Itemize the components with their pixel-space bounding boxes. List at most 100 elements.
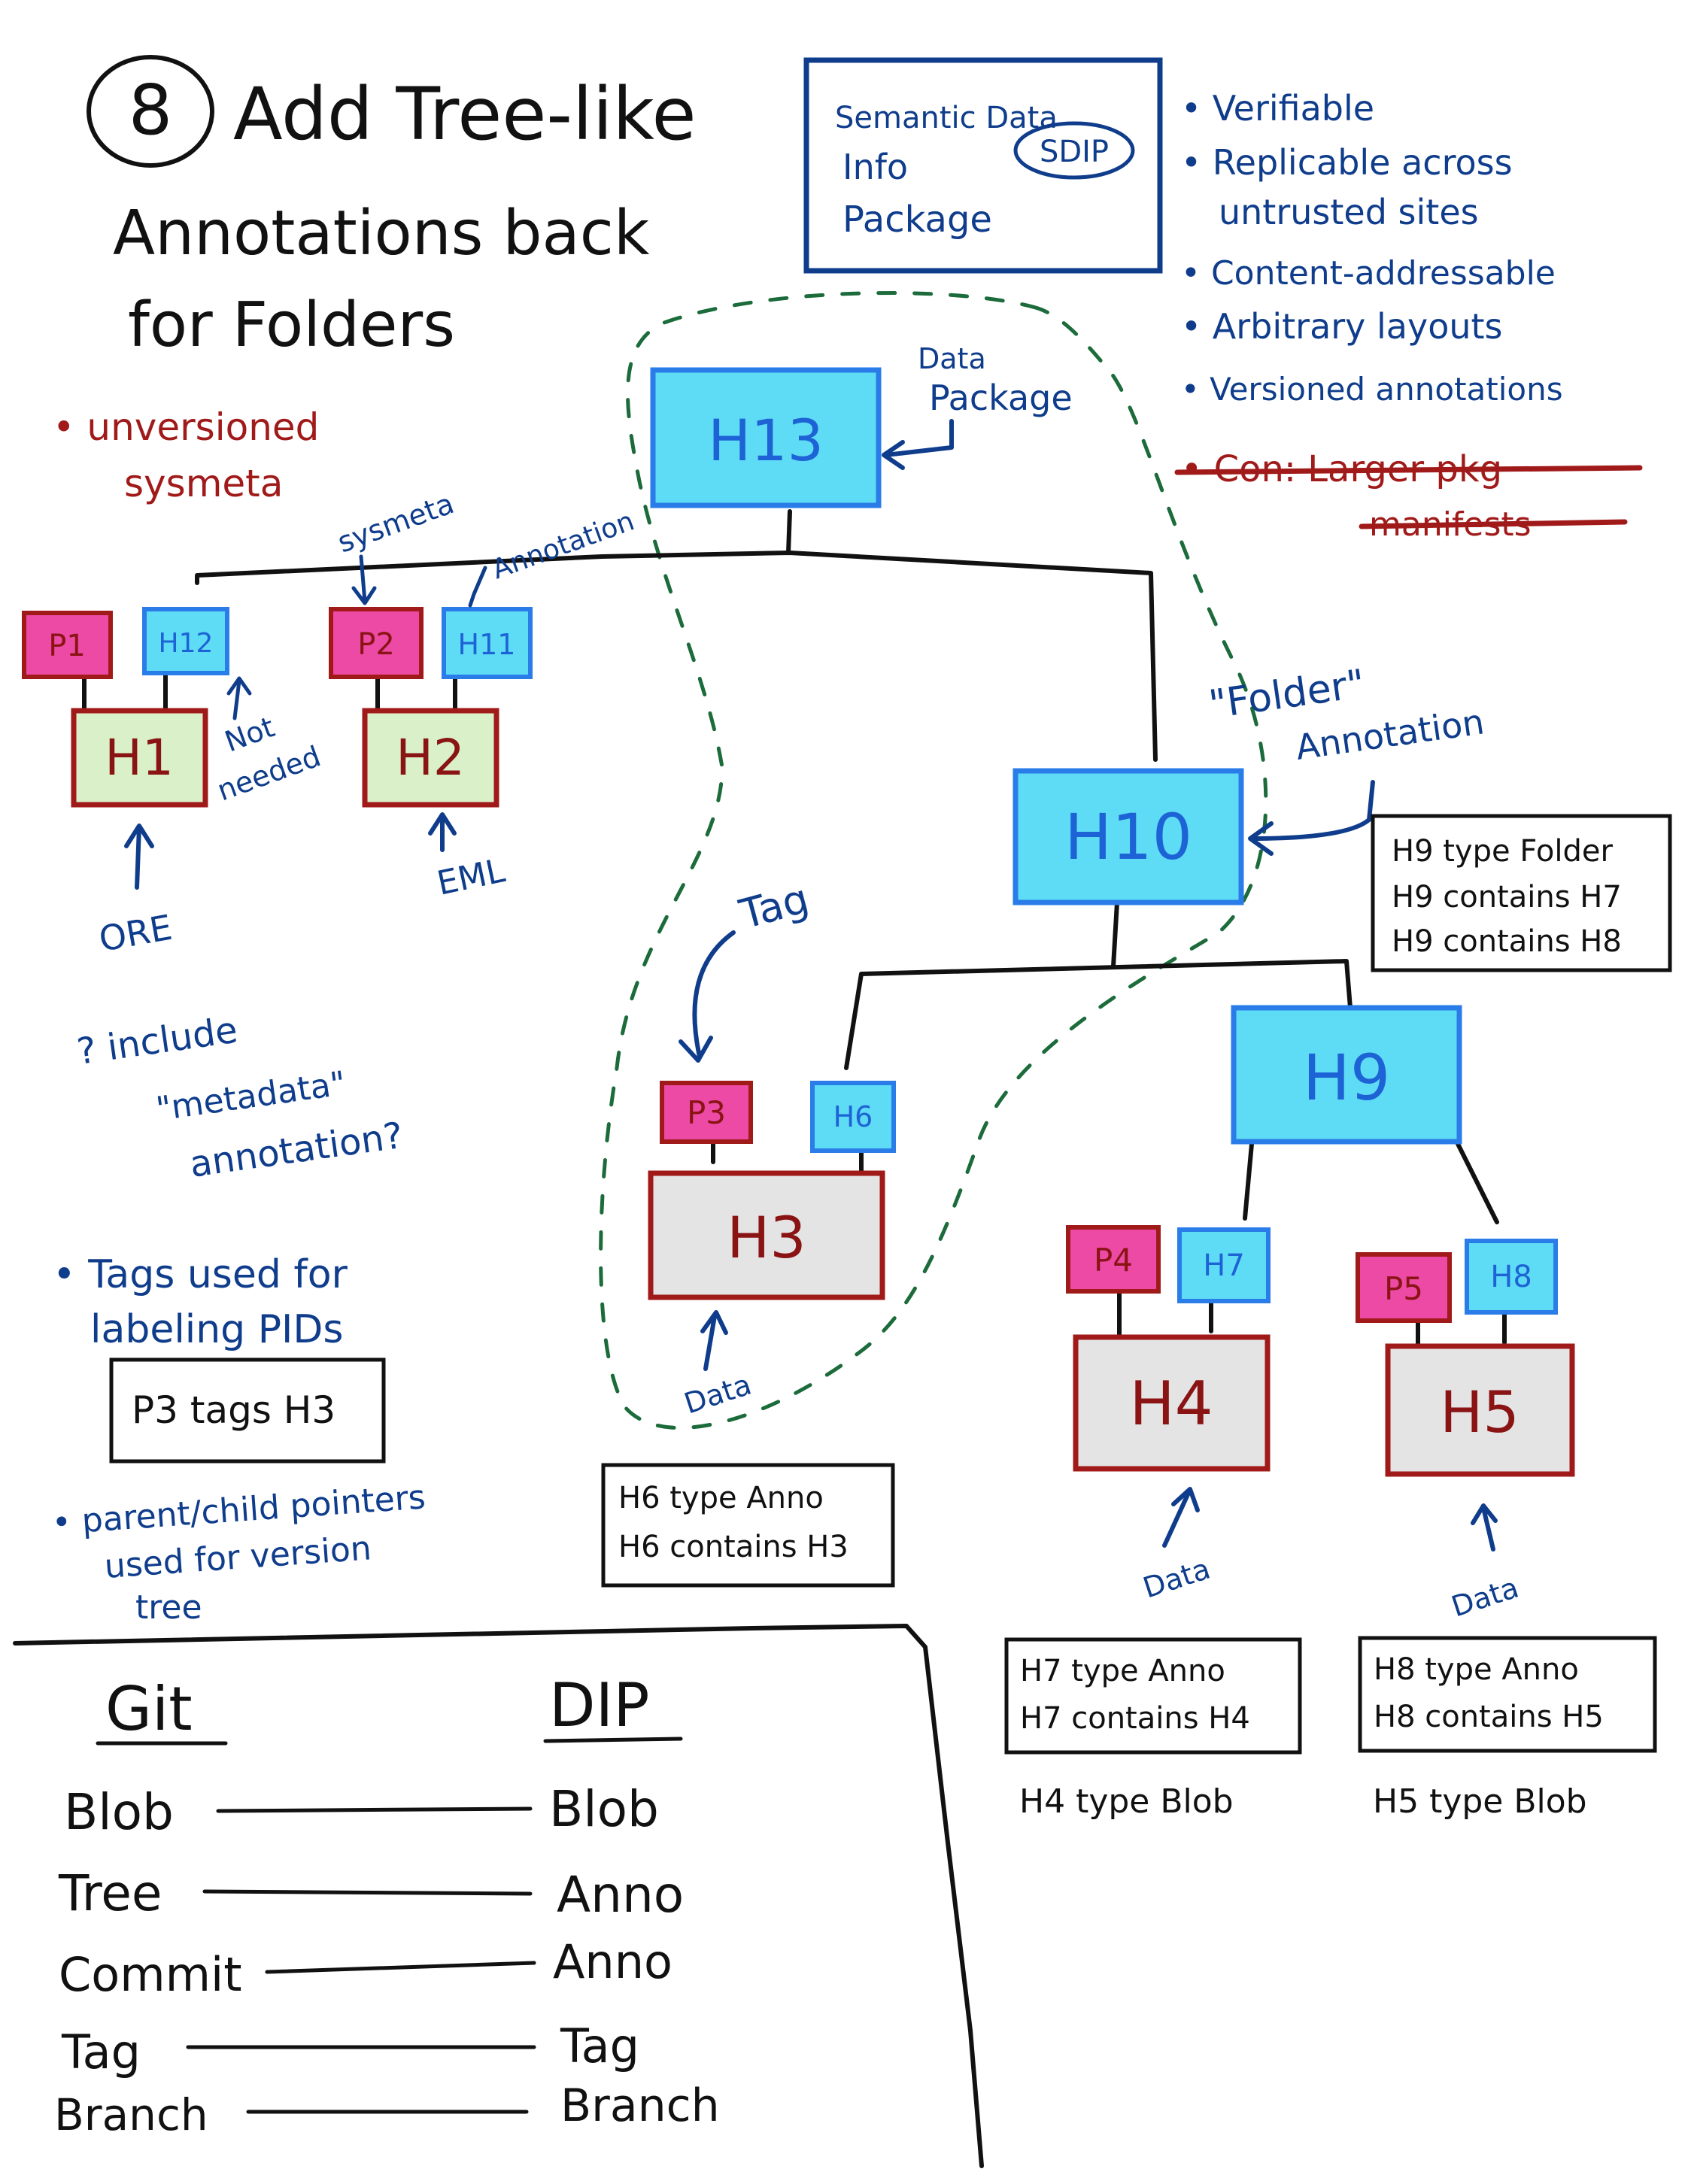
title-line-1: Add Tree-like bbox=[233, 72, 697, 156]
comparison-row-commit: Commit Anno bbox=[59, 1934, 672, 2002]
node-h11: H11 bbox=[442, 607, 533, 679]
not-needed-note: Not needed bbox=[213, 676, 325, 807]
git-term-blob: Blob bbox=[64, 1783, 174, 1841]
con-note: • Con: Larger pkg manifests bbox=[1174, 448, 1643, 544]
sdip-line-1: Semantic Data bbox=[835, 101, 1058, 135]
data-callout-h4: Data bbox=[1139, 1487, 1214, 1605]
data-package-boundary bbox=[599, 291, 1268, 1430]
dip-term-tag: Tag bbox=[560, 2019, 639, 2073]
data-package-label-1: Data bbox=[918, 342, 986, 375]
unversioned-note: • unversioned sysmeta bbox=[53, 405, 319, 505]
sysmeta-callout: sysmeta bbox=[333, 487, 458, 605]
h8-info-line-1: H8 type Anno bbox=[1374, 1652, 1579, 1687]
node-h12-label: H12 bbox=[159, 628, 214, 659]
git-term-tag: Tag bbox=[61, 2025, 141, 2079]
comparison-row-tag: Tag Tag bbox=[61, 2019, 639, 2079]
data-callout-h5: Data bbox=[1447, 1503, 1523, 1624]
metadata-question-note: ? include "metadata" annotation? bbox=[74, 1009, 405, 1186]
tags-note-line-1: • Tags used for bbox=[53, 1252, 348, 1297]
tag-callout: Tag bbox=[679, 875, 814, 1063]
unversioned-line-2: sysmeta bbox=[124, 462, 283, 505]
ore-label: ORE bbox=[96, 907, 175, 960]
node-h13: H13 bbox=[650, 367, 882, 508]
tags-info-box: P3 tags H3 bbox=[109, 1357, 386, 1464]
parent-note-line-1: • parent/child pointers bbox=[50, 1478, 427, 1542]
dip-term-anno-1: Anno bbox=[557, 1866, 684, 1924]
eml-callout: EML bbox=[428, 812, 509, 903]
data-package-label-2: Package bbox=[929, 378, 1073, 418]
git-term-tree: Tree bbox=[58, 1864, 162, 1922]
node-p1-label: P1 bbox=[48, 629, 86, 663]
title-line-3: for Folders bbox=[128, 290, 455, 361]
feature-item-content-addressable: • Content-addressable bbox=[1181, 254, 1556, 293]
con-strike-1 bbox=[1174, 465, 1643, 475]
sdip-abbrev: SDIP bbox=[1040, 135, 1109, 169]
node-p2: P2 bbox=[329, 607, 424, 679]
node-h12: H12 bbox=[142, 607, 229, 675]
node-h5: H5 bbox=[1385, 1343, 1575, 1477]
folder-info-line-1: H9 type Folder bbox=[1392, 834, 1613, 869]
unversioned-line-1: • unversioned bbox=[53, 405, 319, 449]
node-p5-label: P5 bbox=[1384, 1270, 1423, 1307]
step-number-circle bbox=[87, 55, 214, 168]
node-h2-label: H2 bbox=[396, 729, 465, 787]
tree-edges bbox=[82, 509, 1507, 1348]
node-h2: H2 bbox=[362, 708, 499, 808]
h7-info-line-1: H7 type Anno bbox=[1020, 1654, 1225, 1688]
node-p4: P4 bbox=[1066, 1225, 1161, 1294]
node-h3-label: H3 bbox=[727, 1204, 806, 1271]
node-h6-label: H6 bbox=[833, 1100, 873, 1133]
feature-item-verifiable: • Verifiable bbox=[1181, 88, 1374, 129]
feature-item-versioned-annotations: • Versioned annotations bbox=[1181, 371, 1563, 408]
h8-info-line-2: H8 contains H5 bbox=[1374, 1700, 1604, 1734]
dip-term-anno-2: Anno bbox=[553, 1934, 672, 1989]
node-h4-label: H4 bbox=[1129, 1369, 1213, 1439]
not-needed-line-1: Not bbox=[220, 710, 279, 758]
parent-note-line-2: used for version bbox=[103, 1529, 372, 1586]
dip-term-blob: Blob bbox=[549, 1780, 659, 1838]
folder-info-box: H9 type Folder H9 contains H7 H9 contain… bbox=[1371, 814, 1672, 972]
parent-child-note: • parent/child pointers used for version… bbox=[50, 1478, 427, 1627]
sdip-line-3: Package bbox=[842, 199, 992, 241]
data-h4-label: Data bbox=[1139, 1552, 1214, 1605]
h8-info-box: H8 type Anno H8 contains H5 bbox=[1358, 1636, 1657, 1753]
feature-list: • Verifiable • Replicable across untrust… bbox=[1181, 88, 1563, 408]
node-p5: P5 bbox=[1356, 1252, 1452, 1323]
data-package-callout: Data Package bbox=[882, 342, 1073, 470]
node-h1: H1 bbox=[71, 708, 208, 808]
node-p4-label: P4 bbox=[1094, 1242, 1133, 1279]
con-strike-2 bbox=[1359, 519, 1628, 529]
node-h7-label: H7 bbox=[1203, 1248, 1245, 1283]
node-h11-label: H11 bbox=[458, 628, 516, 661]
node-p3-label: P3 bbox=[687, 1094, 726, 1131]
git-term-branch: Branch bbox=[54, 2089, 208, 2140]
folder-annotation-callout: "Folder" Annotation bbox=[1206, 661, 1486, 856]
comparison-row-blob: Blob Blob bbox=[64, 1780, 659, 1841]
comparison-section: Git DIP Blob Blob Tree Anno Commit Anno … bbox=[13, 1624, 984, 2168]
node-h4: H4 bbox=[1073, 1334, 1271, 1472]
sysmeta-label: sysmeta bbox=[333, 487, 458, 559]
data-callout-h3: Data bbox=[680, 1310, 755, 1421]
git-term-commit: Commit bbox=[59, 1947, 242, 2002]
folder-annotation-line-1: "Folder" bbox=[1206, 661, 1368, 727]
feature-item-replicable-cont: untrusted sites bbox=[1219, 192, 1479, 232]
node-h8: H8 bbox=[1465, 1239, 1558, 1315]
h7-info-line-2: H7 contains H4 bbox=[1020, 1701, 1250, 1736]
data-h3-label: Data bbox=[680, 1368, 755, 1421]
dip-header: DIP bbox=[549, 1670, 649, 1740]
git-header: Git bbox=[105, 1674, 193, 1744]
node-h7: H7 bbox=[1177, 1227, 1271, 1303]
node-h9: H9 bbox=[1231, 1005, 1462, 1145]
tags-info-line-1: P3 tags H3 bbox=[132, 1388, 335, 1432]
title-block: 8 Add Tree-like Annotations back for Fol… bbox=[87, 55, 697, 361]
metadata-note-line-3: annotation? bbox=[187, 1115, 405, 1186]
metadata-note-line-1: ? include bbox=[74, 1009, 240, 1073]
sdip-abbrev-oval bbox=[1013, 121, 1135, 180]
eml-label: EML bbox=[434, 851, 509, 903]
node-h13-label: H13 bbox=[708, 407, 824, 474]
node-h10: H10 bbox=[1012, 768, 1244, 905]
h6-info-line-1: H6 type Anno bbox=[618, 1481, 824, 1515]
node-p2-label: P2 bbox=[357, 627, 395, 662]
sdip-box: Semantic Data Info Package SDIP bbox=[803, 57, 1163, 274]
